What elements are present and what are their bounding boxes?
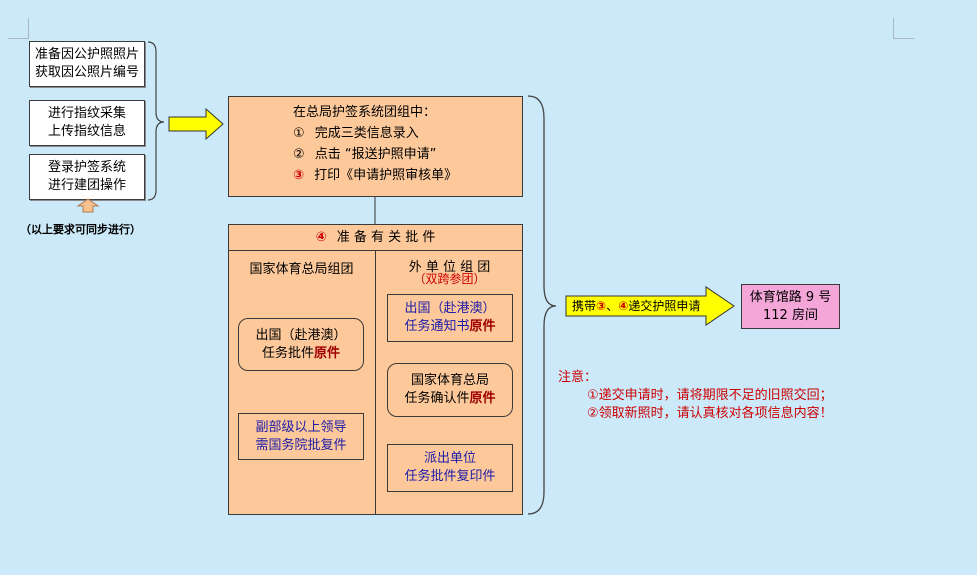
step-login-line2: 进行建团操作 [47,178,126,193]
right-box1-line2-emph: 原件 [469,319,496,334]
step-login-line1: 登录护签系统 [47,160,126,175]
step-fingerprint-line2: 上传指纹信息 [47,124,126,139]
approval-column-divider [375,251,376,515]
right-box1-line2: 任务通知书原件 [388,318,512,336]
left-box1-line1: 出国（赴港澳） [255,327,347,343]
right-col-box2: 国家体育总局 任务确认件原件 [387,363,513,417]
submit-sep: 、 [606,299,619,313]
submit-arrow-label: 携带③、④递交护照申请 [572,298,700,314]
submit-prefix: 携带 [572,299,597,313]
submit-num-4: ④ [618,299,629,313]
left-note: （以上要求可同步进行） [20,223,141,236]
note-item-2: ②领取新照时，请认真核对各项信息内容！ [587,406,833,421]
step-fingerprint-line1: 进行指纹采集 [47,106,126,121]
notes-title: 注意： [558,370,598,385]
right-col-box1: 出国（赴港澳） 任务通知书原件 [387,294,513,342]
step-box-fingerprint: 进行指纹采集 上传指纹信息 [29,100,145,146]
system-item-3-text: 打印《申请护照审核单》 [314,168,458,183]
step-photo-line1: 准备因公护照照片 [34,47,139,62]
right-box3-line2: 任务批件复印件 [404,469,496,484]
destination-line2: 112 房间 [763,307,818,323]
system-item-3: ③ 打印《申请护照审核单》 [229,165,522,186]
left-box2-line2: 需国务院批复件 [255,437,347,453]
step-photo-line2: 获取因公照片编号 [34,65,139,80]
left-box2-line1: 副部级以上领导 [255,419,347,435]
left-col-box2: 副部级以上领导 需国务院批复件 [238,413,364,460]
destination-line1: 体育馆路 9 号 [749,289,832,305]
approval-header: ④ 准 备 有 关 批 件 [228,224,523,251]
step-box-login: 登录护签系统 进行建团操作 [29,154,145,200]
right-box2-line2-emph: 原件 [469,391,496,406]
right-col-box3: 派出单位 任务批件复印件 [387,444,513,492]
system-item-1-num: ① [293,126,305,141]
system-item-1-text: 完成三类信息录入 [314,126,419,141]
right-box2-line1: 国家体育总局 [410,373,489,388]
note-item-1: ①递交申请时，请将期限不足的旧照交回； [587,388,833,403]
destination-box: 体育馆路 9 号 112 房间 [741,284,840,329]
right-col-title: 外 单 位 组 团 [408,260,491,275]
right-box2-line2: 任务确认件原件 [388,390,512,408]
left-box1-line2-prefix: 任务批件 [261,345,314,361]
crop-mark-top-left [8,18,29,39]
system-box-title: 在总局护签系统团组中： [293,105,437,120]
system-item-2-text: 点击 “报送护照申请” [314,147,437,162]
system-item-2: ② 点击 “报送护照申请” [229,144,522,165]
right-box3-line1: 派出单位 [423,451,476,466]
system-box: 在总局护签系统团组中： ① 完成三类信息录入 ② 点击 “报送护照申请” ③ 打… [228,96,523,197]
right-box2-line2-prefix: 任务确认件 [404,391,470,406]
right-col-subtitle: （双跨参团） [413,272,486,286]
submit-num-3: ③ [596,299,607,313]
submit-suffix: 递交护照申请 [628,299,701,313]
system-item-1: ① 完成三类信息录入 [229,123,522,144]
approval-header-text: 准 备 有 关 批 件 [336,230,436,245]
left-col-box1: 出国（赴港澳） 任务批件原件 [238,318,364,371]
left-box1-line2-emph: 原件 [314,345,341,361]
right-box1-line1: 出国（赴港澳） [404,301,496,316]
approval-header-num: ④ [315,230,327,245]
left-box1-line2: 任务批件原件 [239,345,363,363]
crop-mark-top-right [893,18,914,39]
system-item-2-num: ② [293,147,305,162]
system-item-3-num: ③ [293,168,305,183]
step-box-photo: 准备因公护照照片 获取因公照片编号 [29,41,145,87]
right-box1-line2-prefix: 任务通知书 [404,319,470,334]
left-col-title: 国家体育总局组团 [249,262,354,277]
